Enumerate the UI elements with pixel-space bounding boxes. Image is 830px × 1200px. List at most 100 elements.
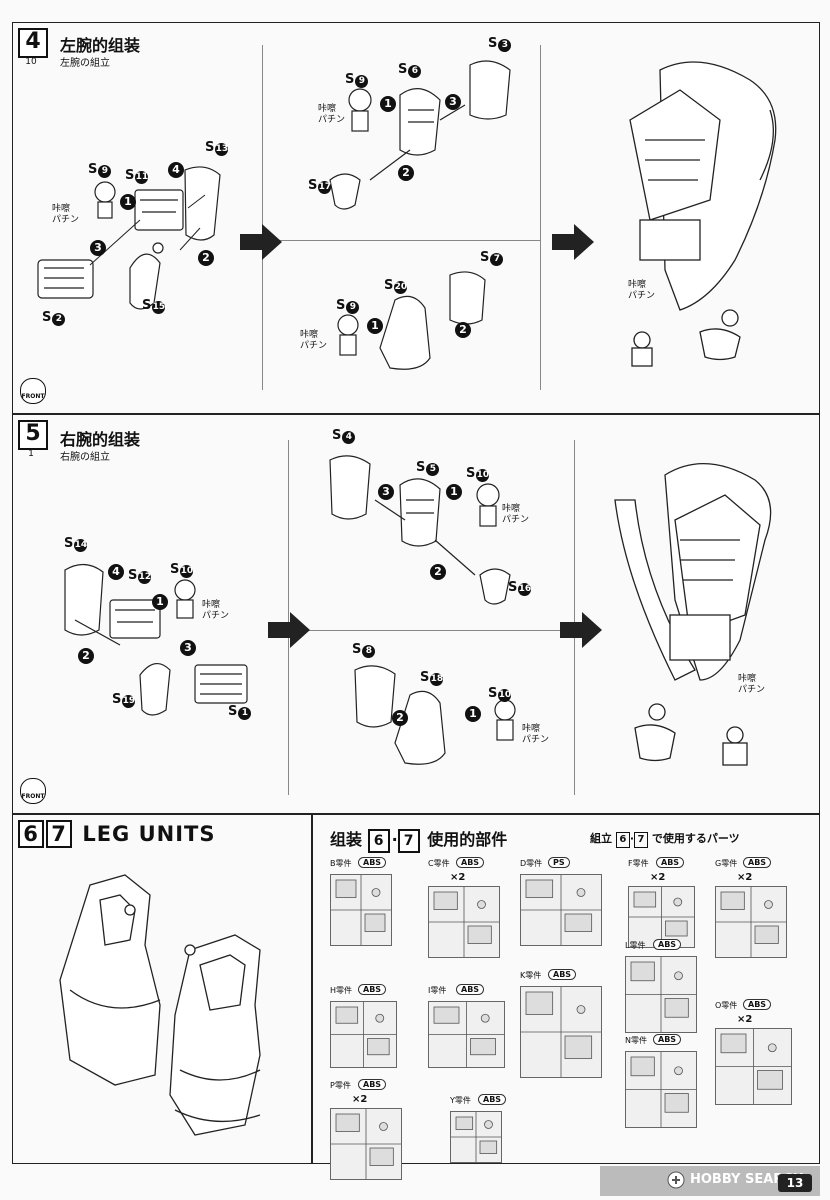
runner-label: G零件: [715, 859, 738, 868]
step5-marker-2: 2: [78, 648, 94, 664]
step-marker-2-lower: 2: [455, 322, 471, 338]
step5-section: [12, 414, 820, 814]
hobby-search-logo: HOBBY SEARCH: [690, 1172, 804, 1187]
part-label-s10-lower: S10: [488, 686, 512, 702]
step-marker-1: 1: [120, 194, 136, 210]
runner-frame-diagram: [520, 986, 602, 1078]
parts-used-section: [312, 814, 820, 1164]
part-label-s18: S18: [420, 670, 444, 686]
runner-quantity: ×2: [737, 872, 753, 883]
flow-arrow-icon: [268, 612, 310, 648]
runner-label: C零件: [428, 859, 450, 868]
snap-note-step5-upper: 咔嚓 パチン: [502, 504, 530, 525]
runner-material: ABS: [478, 1094, 507, 1105]
front-orientation-icon: FRONT: [20, 378, 46, 404]
runner-label: B零件: [330, 859, 352, 868]
part-label-s10: S10: [170, 562, 194, 578]
step5-subtitle: 右腕の組立: [60, 452, 110, 463]
runner-frame-diagram: [625, 1051, 697, 1128]
part-label-s14: S14: [64, 536, 88, 552]
runner-label: N零件: [625, 1036, 647, 1045]
step-marker-4: 4: [168, 162, 184, 178]
step-marker-2-upper: 2: [398, 165, 414, 181]
runner-material: ABS: [358, 1079, 387, 1090]
step-marker-1-lower: 1: [367, 318, 383, 334]
leg-units-illustration: [59, 874, 261, 1136]
runner-quantity: ×2: [650, 872, 666, 883]
step4-divider-2: [540, 45, 541, 390]
runner-frame-diagram: [625, 956, 697, 1033]
snap-note-step5: 咔嚓 パチン: [202, 600, 230, 621]
part-label-s10-upper: S10: [466, 466, 490, 482]
snap-note-step5-lower: 咔嚓 パチン: [522, 724, 550, 745]
snap-note-right: 咔嚓 パチン: [628, 280, 656, 301]
runner-label: I零件: [428, 986, 447, 995]
step4-title: 左腕的组装: [60, 36, 141, 55]
part-label-s19: S19: [112, 692, 136, 708]
part-label-s20: S20: [384, 278, 408, 294]
step-marker-2: 2: [198, 250, 214, 266]
step4-lower-middle-illustration: [337, 271, 486, 370]
step4-section: [12, 22, 820, 414]
step5-sub-number: 1: [18, 448, 44, 459]
runner-frame-diagram: [520, 874, 602, 946]
step5-marker-2-upper: 2: [430, 564, 446, 580]
step5-hdivider: [288, 630, 574, 631]
leg-units-title: LEG UNITS: [82, 822, 216, 846]
part-label-s16: S16: [508, 580, 532, 596]
runner-frame-diagram: [628, 886, 695, 948]
runner-label: L零件: [625, 941, 646, 950]
runner-frame-diagram: [715, 886, 787, 958]
snap-note-upper: 咔嚓 パチン: [318, 104, 346, 125]
runner-quantity: ×2: [737, 1014, 753, 1025]
step5-divider-2: [574, 440, 575, 795]
flow-arrow-icon: [560, 612, 602, 648]
step4-sub-number: 10: [18, 56, 44, 67]
step5-completed-right-arm-illustration: [614, 462, 772, 766]
runner-label: P零件: [330, 1081, 351, 1090]
step5-marker-2-lower: 2: [392, 710, 408, 726]
runner-frame-diagram: [330, 874, 392, 946]
runner-material: ABS: [656, 857, 685, 868]
step-marker-3-upper: 3: [445, 94, 461, 110]
step5-title: 右腕的组装: [60, 430, 141, 449]
step5-left-assembly-illustration: [64, 563, 248, 716]
runner-frame-diagram: [330, 1001, 397, 1068]
flow-arrow-icon: [240, 224, 282, 260]
step5-marker-1: 1: [152, 594, 168, 610]
step7-number: 7: [46, 820, 72, 848]
runner-label: Y零件: [450, 1096, 471, 1105]
step4-completed-left-arm-illustration: [629, 61, 777, 367]
runner-frame-diagram: [715, 1028, 792, 1105]
parts-used-title: 组装 6·7 使用的部件: [330, 826, 507, 853]
runner-label: O零件: [715, 1001, 738, 1010]
runner-frame-diagram: [428, 886, 500, 958]
runner-frame-diagram: [428, 1001, 505, 1068]
runner-frame-diagram: [330, 1108, 402, 1180]
part-label-s17: S17: [308, 178, 332, 194]
step-marker-3: 3: [90, 240, 106, 256]
step5-marker-3: 3: [180, 640, 196, 656]
step5-marker-1-lower: 1: [465, 706, 481, 722]
brand-icon: [667, 1171, 685, 1189]
runner-material: ABS: [653, 939, 682, 950]
snap-note-lower: 咔嚓 パチン: [300, 330, 328, 351]
step5-lower-middle-illustration: [354, 665, 516, 765]
runner-label: D零件: [520, 859, 543, 868]
step5-marker-4: 4: [108, 564, 124, 580]
part-label-s11: S11: [125, 168, 149, 184]
leg-units-section: [12, 814, 312, 1164]
step4-subtitle: 左腕の組立: [60, 58, 110, 69]
runner-material: ABS: [548, 969, 577, 980]
step4-hdivider: [262, 240, 540, 241]
step4-number: 4: [18, 28, 48, 58]
step4-upper-middle-illustration: [329, 60, 511, 210]
